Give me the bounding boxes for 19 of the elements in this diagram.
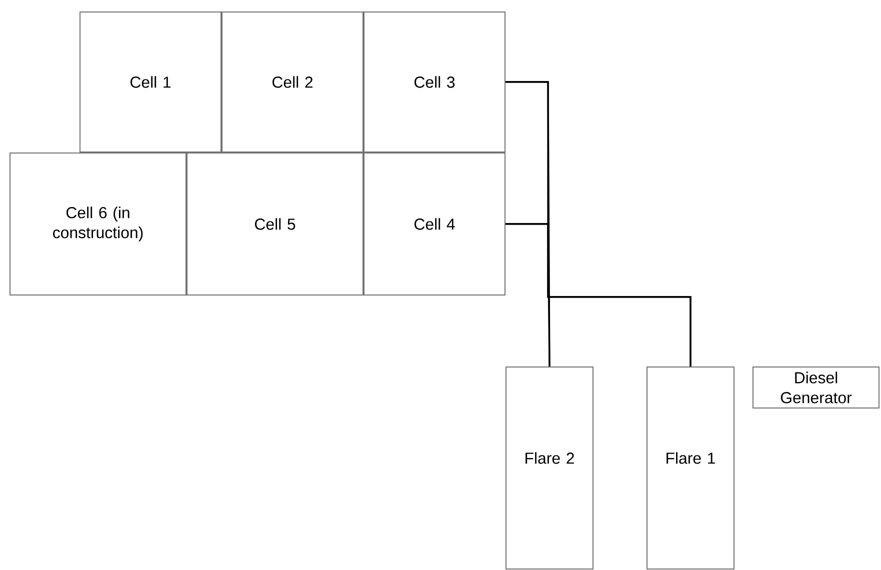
flare-box [646, 366, 734, 570]
node-label: Cell 2 [272, 76, 313, 88]
cell-box [10, 152, 186, 296]
node-label: Cell 3 [414, 76, 455, 88]
node-label: Flare 2 [526, 452, 574, 464]
flare-box [506, 366, 594, 570]
cell-box [80, 12, 222, 152]
cell-box [364, 152, 506, 296]
node-label: Flare 1 [666, 452, 715, 464]
connector-line [506, 223, 692, 366]
cell-box [364, 12, 506, 152]
generator-box [752, 366, 880, 408]
node-label: Cell 6 (in construction) [53, 206, 143, 242]
node-label: Diesel Generator [780, 372, 852, 404]
node-label: Cell 5 [255, 218, 296, 230]
cell-box [186, 152, 364, 296]
node-label: Cell 1 [130, 76, 171, 88]
node-label: Cell 4 [414, 218, 455, 230]
cell-box [222, 12, 364, 152]
